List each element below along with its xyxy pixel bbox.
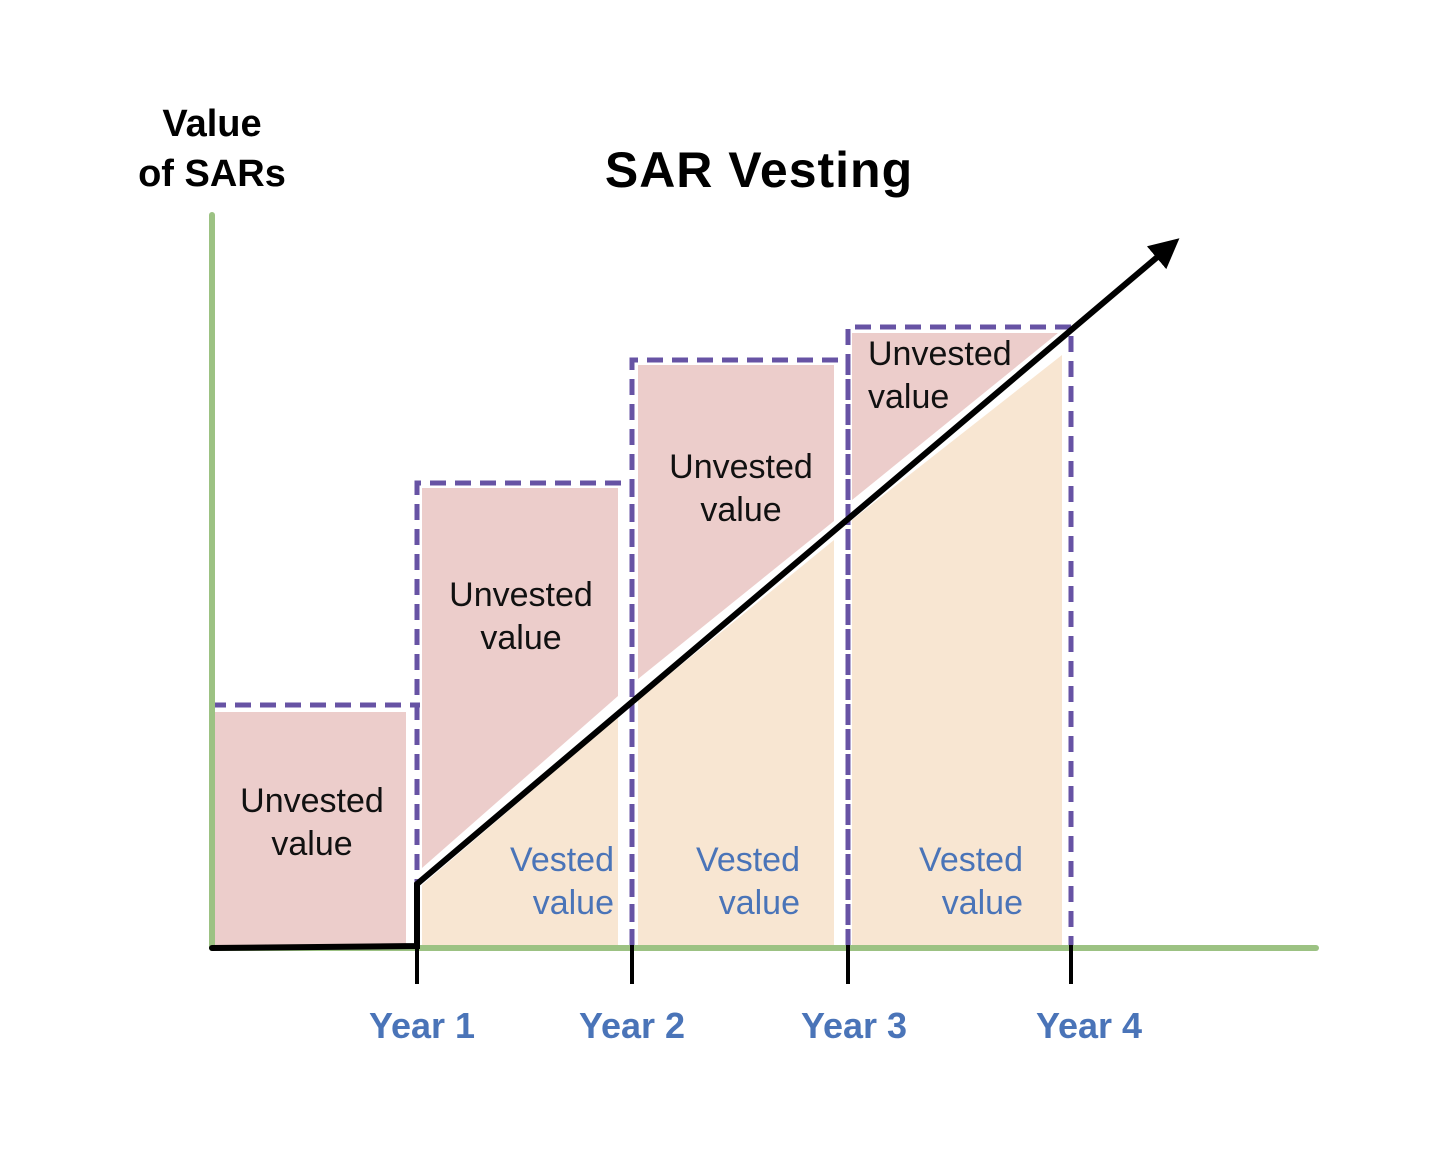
- vested-label-year1-line2: value: [533, 884, 614, 922]
- unvested-label-year0-line1: Unvested: [240, 782, 384, 820]
- vested-label-year2-line2: value: [719, 884, 800, 922]
- vested-label-year3-line1: Vested: [919, 841, 1023, 879]
- x-tick-label-year3: Year 3: [801, 1005, 907, 1046]
- diagram-title: SAR Vesting: [605, 142, 913, 198]
- vested-label-year2-line1: Vested: [696, 841, 800, 879]
- x-tick-label-year2: Year 2: [579, 1005, 685, 1046]
- unvested-region-year0: [214, 712, 406, 945]
- vested-region-year1: [422, 717, 618, 945]
- unvested-region-year3: [852, 333, 1058, 500]
- x-tick-label-year4: Year 4: [1036, 1005, 1142, 1046]
- unvested-label-year2-line2: value: [700, 491, 781, 529]
- unvested-label-year1-line2: value: [480, 619, 561, 657]
- y-axis-label-line2: of SARs: [138, 153, 286, 195]
- vested-region-year3: [852, 355, 1062, 945]
- sar-value-line: [209, 238, 1180, 951]
- x-tick-label-year1: Year 1: [369, 1005, 475, 1046]
- y-axis-label-line1: Value: [162, 103, 261, 145]
- unvested-region-year2: [638, 365, 834, 679]
- unvested-label-year1-line1: Unvested: [449, 576, 593, 614]
- dashed-outlines: [210, 324, 1074, 945]
- dashed-outline-year3: [845, 324, 1074, 945]
- vested-region-year2: [638, 540, 834, 945]
- unvested-label-year2-line1: Unvested: [669, 448, 813, 486]
- unvested-region-year1: [422, 488, 618, 868]
- unvested-label-year3-line1: Unvested: [868, 335, 1012, 373]
- vested-label-year3-line2: value: [942, 884, 1023, 922]
- unvested-label-year3-line2: value: [868, 378, 949, 416]
- unvested-label-year0-line2: value: [271, 825, 352, 863]
- vested-label-year1-line1: Vested: [510, 841, 614, 879]
